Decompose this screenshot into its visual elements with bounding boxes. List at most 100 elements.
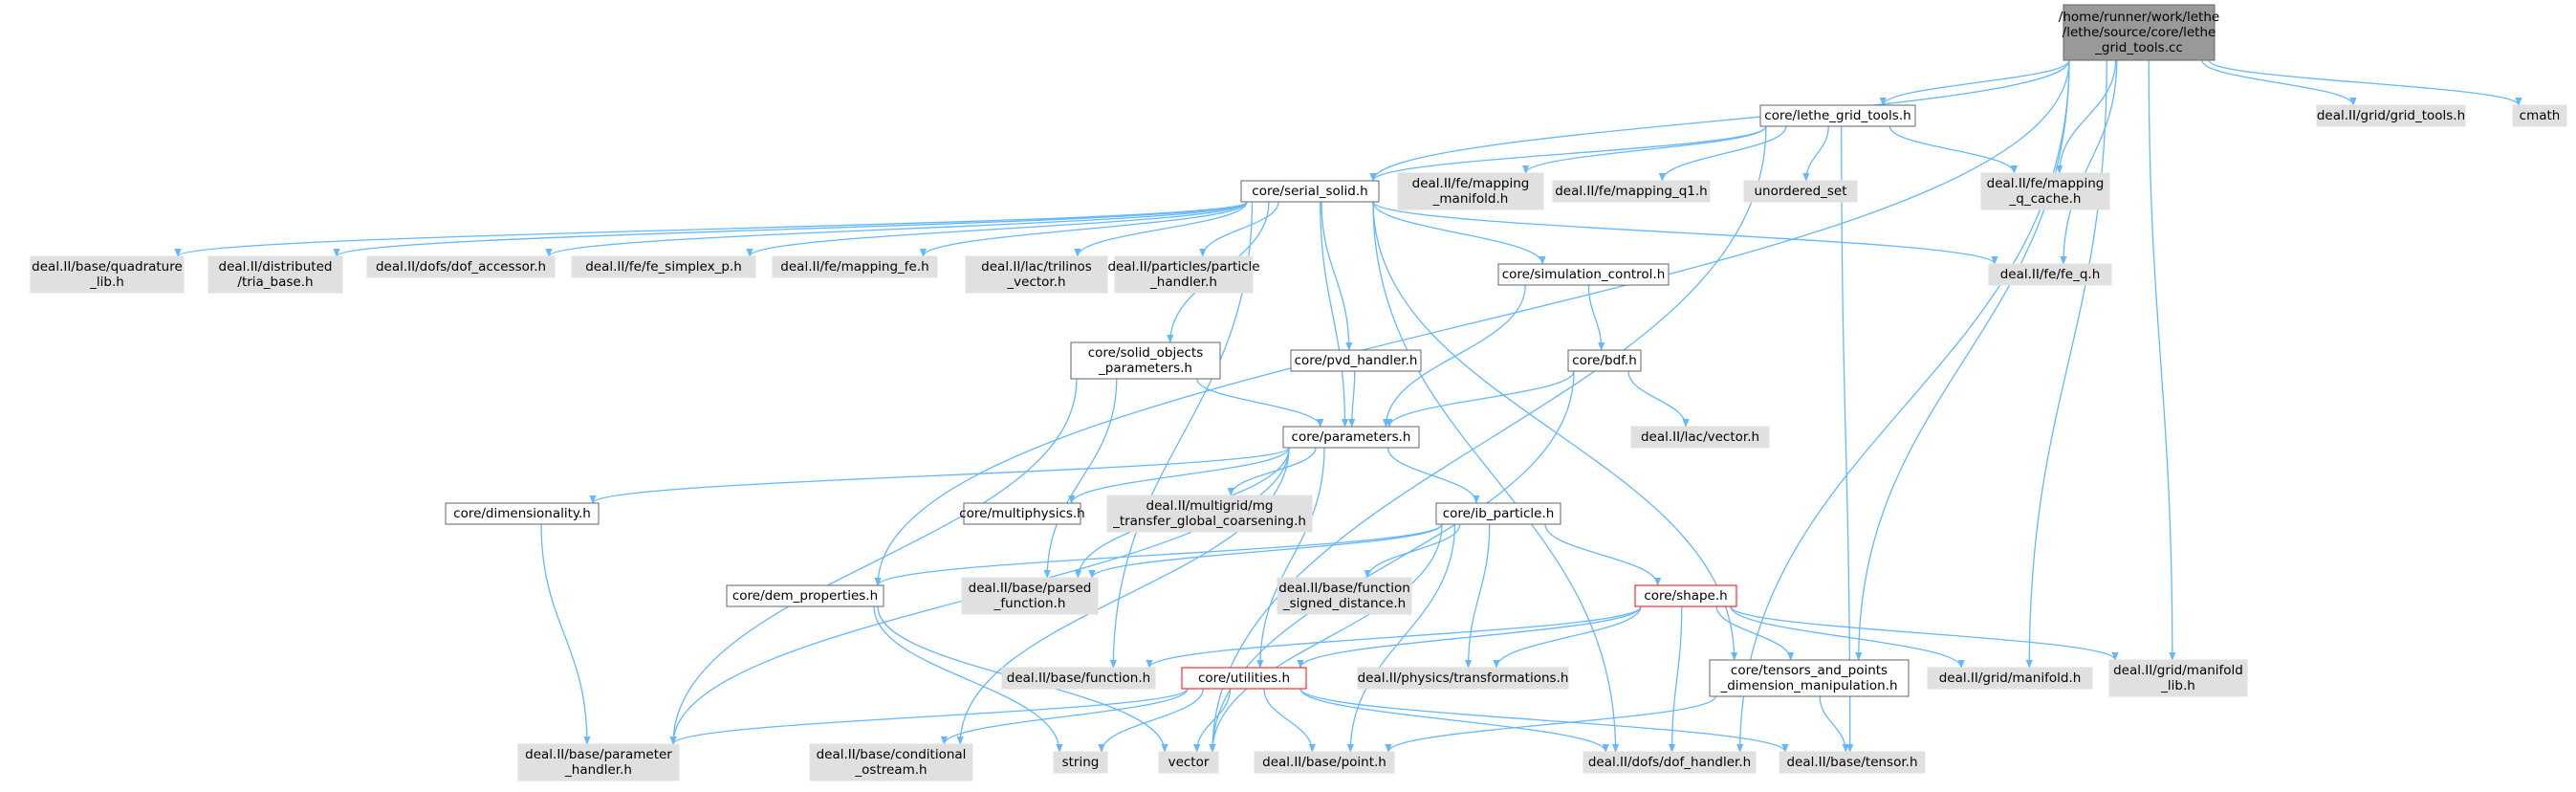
node-mapman: deal.II/fe/mapping_manifold.h xyxy=(1397,172,1544,210)
node-util[interactable]: core/utilities.h xyxy=(1181,667,1307,690)
node-quad: deal.II/base/quadrature_lib.h xyxy=(30,255,185,294)
node-label: deal.II/lac/vector.h xyxy=(1641,429,1759,445)
node-label: _handler.h xyxy=(1149,275,1217,290)
node-simctrl[interactable]: core/simulation_control.h xyxy=(1497,263,1670,286)
edge-ss-to-quad xyxy=(174,201,1248,257)
edge-root-to-mapqc xyxy=(2056,59,2117,174)
node-solid[interactable]: core/solid_objects_parameters.h xyxy=(1070,341,1221,380)
edge-util-to-ph xyxy=(669,688,1189,745)
node-box xyxy=(1254,751,1395,774)
node-label: /home/runner/work/lethe xyxy=(2059,10,2219,25)
node-condos: deal.II/base/conditional_ostream.h xyxy=(809,743,973,781)
edge-shape-to-tpd xyxy=(1715,605,1795,661)
node-dofh: deal.II/dofs/dof_handler.h xyxy=(1583,751,1757,774)
edge-util-to-tensor xyxy=(1299,688,1789,753)
node-params[interactable]: core/parameters.h xyxy=(1282,426,1420,449)
node-label: deal.II/fe/fe_simplex_p.h xyxy=(585,259,742,275)
node-box xyxy=(1630,426,1770,449)
node-box xyxy=(1070,341,1221,380)
node-box xyxy=(1106,495,1313,533)
node-box xyxy=(1282,426,1420,449)
node-dem[interactable]: core/dem_properties.h xyxy=(726,584,884,607)
node-multi[interactable]: core/multiphysics.h xyxy=(959,502,1085,525)
node-box xyxy=(1277,577,1412,615)
node-ss[interactable]: core/serial_solid.h xyxy=(1240,180,1380,203)
edge-ibp-to-dem xyxy=(874,523,1443,586)
node-box xyxy=(1114,255,1254,294)
edge-ss-to-trilinos xyxy=(1074,201,1248,257)
node-root[interactable]: /home/runner/work/lethe/lethe/source/cor… xyxy=(2059,4,2219,61)
edge-lgt-to-tensor xyxy=(1841,125,1854,753)
node-gridtools: deal.II/grid/grid_tools.h xyxy=(2316,104,2466,127)
node-ph: deal.II/base/parameter_handler.h xyxy=(517,743,680,781)
edge-util-to-point xyxy=(1263,688,1316,753)
edge-util-to-vector xyxy=(1193,688,1232,753)
node-box xyxy=(517,743,680,781)
node-label: _signed_distance.h xyxy=(1282,596,1406,611)
node-box xyxy=(2512,104,2567,127)
edge-root-to-cmath xyxy=(2208,59,2522,106)
edge-params-to-ibp xyxy=(1386,447,1480,504)
node-dimens[interactable]: core/dimensionality.h xyxy=(445,502,600,525)
node-shape[interactable]: core/shape.h xyxy=(1634,584,1737,607)
node-label: deal.II/particles/particle xyxy=(1107,259,1259,275)
node-box xyxy=(1552,180,1711,203)
node-label: core/solid_objects xyxy=(1088,345,1204,361)
node-mapqc: deal.II/fe/mapping_q_cache.h xyxy=(1980,172,2110,210)
node-label: deal.II/multigrid/mg xyxy=(1146,498,1274,514)
node-label: _dimension_manipulation.h xyxy=(1719,678,1897,693)
edge-layer xyxy=(174,59,2522,753)
edge-ibp-to-transf xyxy=(1464,523,1491,669)
node-label: deal.II/base/quadrature xyxy=(32,259,183,275)
edge-ss-to-tria xyxy=(333,201,1248,257)
node-box xyxy=(1709,659,1910,697)
node-label: deal.II/dofs/dof_handler.h xyxy=(1588,755,1751,770)
edge-dem-to-string xyxy=(873,605,1063,753)
node-parsed: deal.II/base/parsed_function.h xyxy=(961,577,1099,615)
node-label: _q_cache.h xyxy=(2009,191,2082,207)
edge-root-to-lgt xyxy=(1879,59,2070,106)
node-label: _transfer_global_coarsening.h xyxy=(1112,514,1306,529)
node-label: /tria_base.h xyxy=(237,275,313,290)
edge-ss-to-params xyxy=(1320,201,1349,428)
edge-ibp-to-fsd xyxy=(1364,523,1461,579)
edge-solid-to-ph xyxy=(669,378,1078,745)
edge-lgt-to-unord xyxy=(1802,125,1829,182)
node-box xyxy=(207,255,343,294)
node-ibp[interactable]: core/ib_particle.h xyxy=(1435,502,1561,525)
edge-ss-to-simctrl xyxy=(1372,201,1546,265)
edge-shape-to-gmanlib xyxy=(1730,605,2119,661)
node-box xyxy=(1980,172,2110,210)
node-label: deal.II/base/conditional xyxy=(817,747,967,762)
node-box xyxy=(963,502,1081,525)
edge-ss-to-fesimp xyxy=(746,201,1248,257)
edge-bdf-to-lacvec xyxy=(1627,370,1690,428)
edge-ibp-to-parsed xyxy=(1088,523,1443,579)
node-tpd[interactable]: core/tensors_and_points_dimension_manipu… xyxy=(1709,659,1910,697)
node-tensor: deal.II/base/tensor.h xyxy=(1779,751,1926,774)
node-func: deal.II/base/function.h xyxy=(1001,667,1156,690)
node-label: _handler.h xyxy=(564,762,632,778)
node-box xyxy=(1435,502,1561,525)
node-label: deal.II/fe/mapping_fe.h xyxy=(780,259,928,275)
node-label: _function.h xyxy=(993,596,1066,611)
edge-lgt-to-mapman xyxy=(1522,125,1767,174)
edge-root-to-gman xyxy=(2025,59,2107,669)
edge-ss-to-mapfe xyxy=(919,201,1248,257)
node-pvd[interactable]: core/pvd_handler.h xyxy=(1290,349,1422,372)
node-lgt[interactable]: core/lethe_grid_tools.h xyxy=(1759,104,1916,127)
node-box xyxy=(1759,104,1916,127)
node-label: deal.II/physics/transformations.h xyxy=(1358,671,1569,686)
node-label: deal.II/base/function.h xyxy=(1007,671,1150,686)
edge-dimens-to-ph xyxy=(540,523,591,745)
node-label: core/parameters.h xyxy=(1292,429,1411,445)
node-label: vector xyxy=(1168,755,1210,770)
node-box xyxy=(1743,180,1858,203)
node-bdf[interactable]: core/bdf.h xyxy=(1567,349,1642,372)
node-label: deal.II/grid/manifold xyxy=(2113,663,2243,678)
node-label: deal.II/grid/manifold.h xyxy=(1939,671,2082,686)
node-lacvec: deal.II/lac/vector.h xyxy=(1630,426,1770,449)
edge-simctrl-to-bdf xyxy=(1587,284,1605,351)
node-label: deal.II/distributed xyxy=(219,259,333,275)
edge-ss-to-pvd xyxy=(1321,201,1353,351)
